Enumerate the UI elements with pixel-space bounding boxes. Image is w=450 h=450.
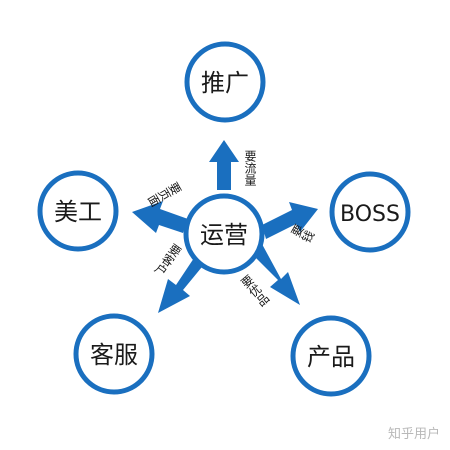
node-meigong-circle xyxy=(37,170,119,252)
edge-label-meigong: 要页面 xyxy=(145,179,184,209)
center-node-circle xyxy=(183,193,265,275)
watermark: 知乎用户 xyxy=(388,426,440,442)
node-boss-label: BOSS xyxy=(340,202,400,227)
node-chanpin: 产品 xyxy=(290,315,372,397)
arrow-to-meigong xyxy=(132,201,188,233)
node-meigong: 美工 xyxy=(37,170,119,252)
node-kefu-circle xyxy=(73,313,155,395)
node-boss: BOSS xyxy=(329,171,411,253)
center-node: 运营 xyxy=(183,193,265,275)
node-kefu: 客服 xyxy=(73,313,155,395)
node-chanpin-circle xyxy=(290,315,372,397)
node-tuiguang: 推广 xyxy=(184,41,266,123)
arrow-to-boss xyxy=(262,202,318,239)
node-boss-circle xyxy=(329,171,411,253)
center-node-label: 运营 xyxy=(200,221,248,249)
node-chanpin-label: 产品 xyxy=(307,343,355,371)
node-tuiguang-circle xyxy=(184,41,266,123)
node-kefu-label: 客服 xyxy=(90,341,138,369)
arrow-to-tuiguang xyxy=(209,140,239,190)
edge-label-kefu: 要客户 xyxy=(151,241,184,279)
arrow-to-kefu xyxy=(158,255,206,313)
arrow-to-chanpin xyxy=(252,244,300,305)
edge-label-tuiguang: 要流量 xyxy=(243,150,257,186)
node-meigong-label: 美工 xyxy=(54,198,102,226)
node-tuiguang-label: 推广 xyxy=(201,69,249,97)
edge-label-chanpin: 要优品 xyxy=(237,272,271,309)
arrows xyxy=(132,140,318,313)
